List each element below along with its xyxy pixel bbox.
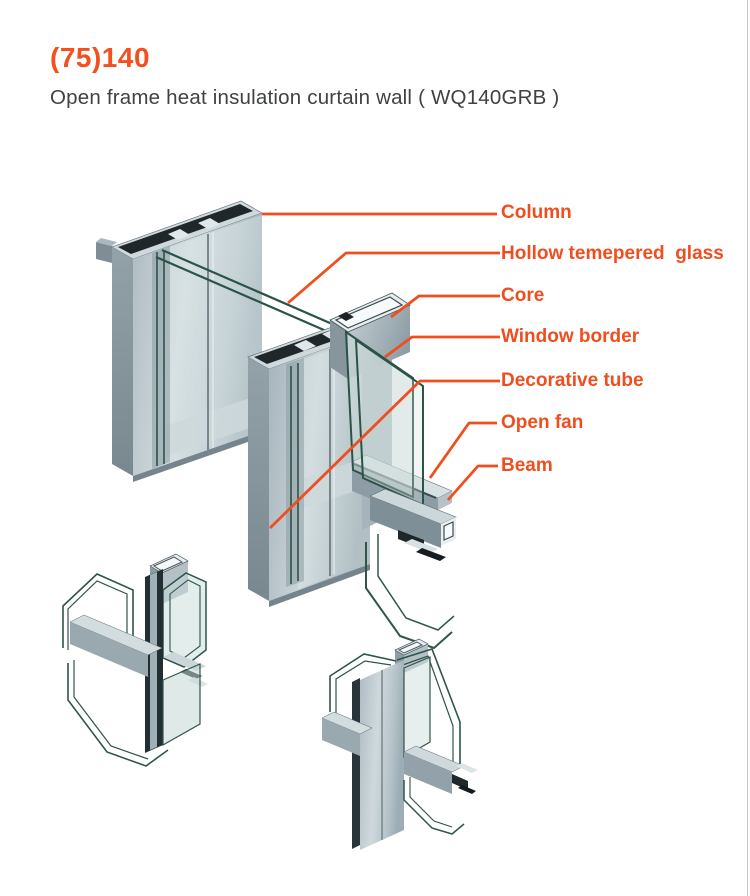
leader-lines [262, 212, 500, 529]
detail-thumbnail-right-part-4 [329, 653, 397, 712]
page-edge-divider [747, 0, 748, 896]
beam-3d [369, 488, 457, 561]
detail-thumbnail-left-part-16 [67, 663, 169, 767]
detail-thumbnail-left-part-1 [67, 580, 128, 652]
detail-thumbnail-right-part-5 [335, 660, 392, 714]
column-3d [96, 200, 263, 482]
column-3d-part-4 [168, 229, 190, 240]
core-3d-part-0 [330, 320, 348, 379]
detail-thumbnail-right-part-11 [403, 656, 431, 759]
lower-glass-outline-part-1 [377, 534, 455, 631]
page-title: (75)140 [50, 42, 151, 73]
part-label-hollow-tempered-glass: Hollow temepered glass [501, 243, 724, 264]
beam-3d-part-2 [443, 521, 454, 541]
beam-3d-part-5 [404, 539, 438, 553]
core-3d-part-1 [348, 305, 410, 379]
detail-thumbnail-left [62, 553, 208, 767]
detail-thumbnail-left-part-12 [70, 622, 148, 677]
window-glass-3d [344, 330, 424, 507]
page-subtitle: Open frame heat insulation curtain wall … [50, 86, 560, 109]
detail-thumbnail-right-part-16 [404, 752, 452, 794]
column-3d-part-15 [133, 431, 262, 482]
center-column-3d-part-2 [294, 340, 316, 351]
column-3d-part-9 [166, 394, 262, 456]
center-column-3d-part-4 [248, 357, 269, 601]
lower-glass-outline [365, 534, 455, 650]
leader-line-open-fan [428, 421, 497, 479]
core-3d-part-3 [334, 296, 404, 329]
detail-thumbnail-right [321, 638, 478, 850]
center-column-3d-part-13 [269, 564, 370, 607]
open-fan-3d-part-1 [438, 491, 452, 510]
detail-thumbnail-right-part-3 [397, 641, 424, 654]
column-3d-part-10 [152, 246, 170, 469]
part-label-window-border: Window border [501, 326, 640, 347]
leader-line-window-border [384, 335, 500, 359]
window-glass-3d-part-1 [354, 338, 424, 507]
glass-panel-edges-part-1 [155, 255, 341, 339]
part-label-beam: Beam [501, 455, 553, 476]
detail-thumbnail-right-part-21 [409, 777, 453, 828]
part-label-decorative-tube: Decorative tube [501, 370, 644, 391]
part-label-column: Column [501, 202, 572, 223]
core-3d-part-4 [338, 312, 354, 321]
leader-line-hollow-tempered-glass [287, 251, 500, 305]
beam-3d-part-3 [370, 496, 441, 548]
column-3d-part-0 [96, 242, 112, 263]
main-assembly-illustration [96, 200, 457, 650]
column-3d-part-3 [118, 204, 253, 254]
glass-panel-edges-part-0 [161, 248, 347, 332]
leader-line-core [390, 294, 500, 319]
center-column-3d-part-8 [286, 358, 304, 587]
detail-thumbnail-left-part-5 [152, 556, 184, 572]
detail-thumbnail-left-part-7 [169, 579, 201, 659]
leader-line-beam [446, 464, 498, 501]
detail-thumbnail-right-part-8 [352, 678, 360, 849]
core-3d [329, 292, 411, 379]
column-3d-part-1 [96, 238, 117, 246]
glass-panel-edges [155, 248, 347, 339]
detail-thumbnail-left-part-18 [162, 663, 201, 747]
detail-thumbnail-left-part-0 [62, 573, 134, 650]
column-3d-part-5 [198, 218, 220, 229]
leader-line-decorative-tube [269, 379, 500, 529]
detail-thumbnail-right-part-20 [403, 780, 465, 835]
detail-thumbnail-right-part-18 [456, 763, 478, 773]
beam-3d-part-6 [416, 548, 446, 561]
detail-thumbnail-right-part-14 [322, 718, 360, 756]
detail-thumbnail-right-part-19 [458, 785, 476, 794]
column-3d-part-6 [112, 247, 133, 476]
detail-thumbnail-left-part-17 [73, 660, 149, 760]
lower-glass-outline-part-0 [365, 542, 453, 650]
detail-thumbnail-left-part-9 [150, 572, 157, 750]
part-label-core: Core [501, 285, 545, 306]
part-label-open-fan: Open fan [501, 412, 584, 433]
